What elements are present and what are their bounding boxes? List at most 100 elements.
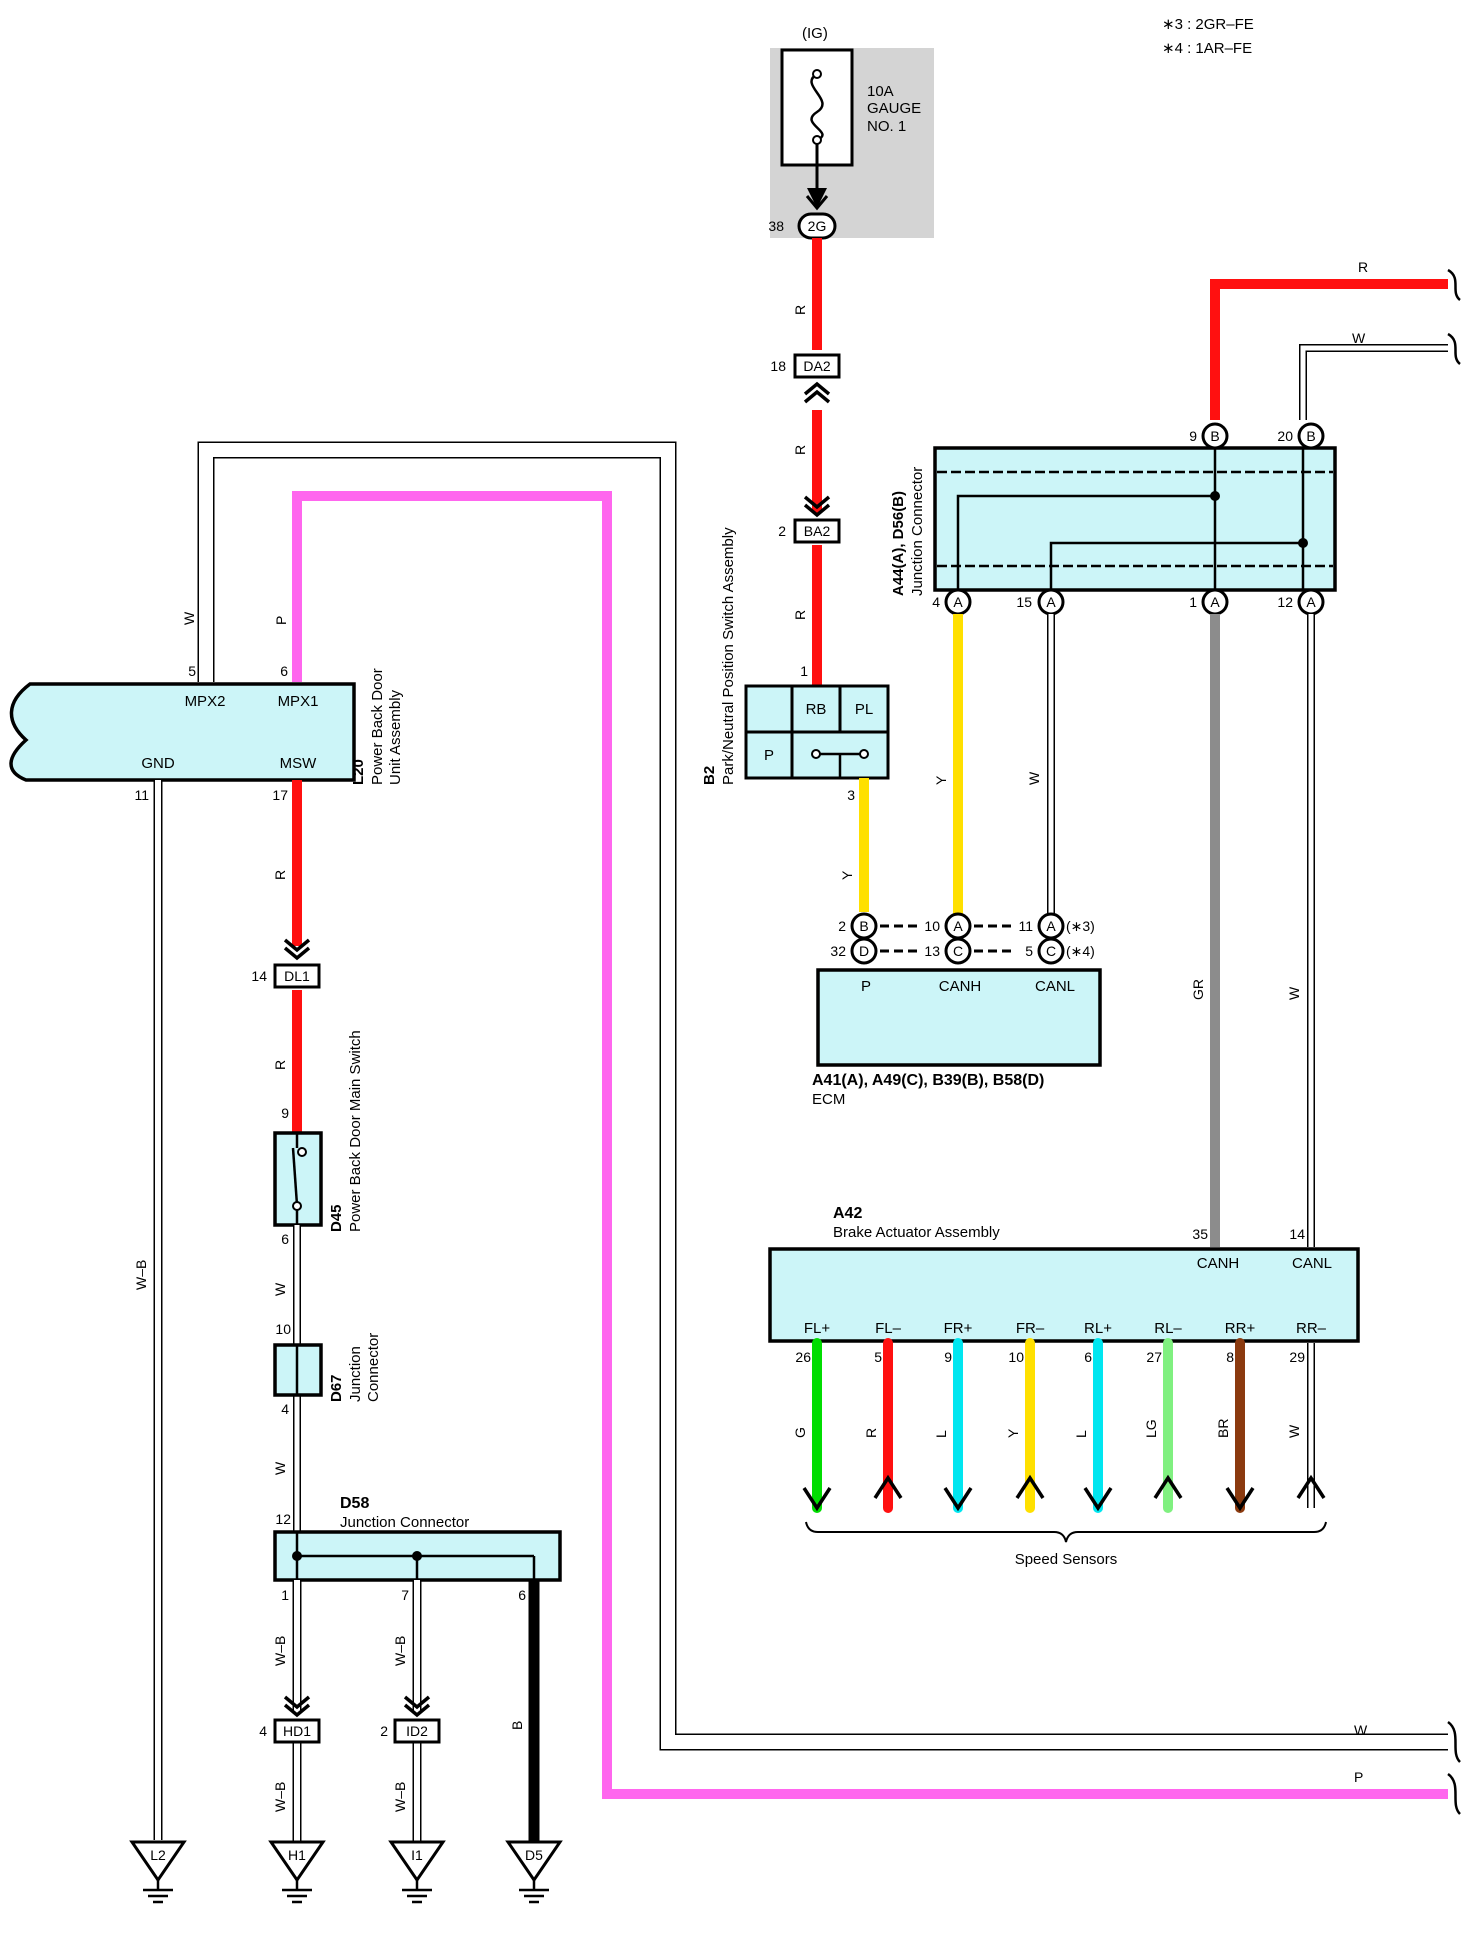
connector-da2: DA2 18 bbox=[770, 353, 841, 404]
wire-label: L bbox=[933, 1430, 949, 1438]
chevron-up-icon bbox=[803, 381, 831, 396]
svg-text:P: P bbox=[861, 978, 871, 995]
svg-text:14: 14 bbox=[251, 968, 267, 984]
svg-text:(∗4): (∗4) bbox=[1066, 943, 1095, 959]
connector-id2 bbox=[393, 1718, 441, 1744]
svg-text:35: 35 bbox=[1192, 1226, 1208, 1242]
chevron-down-icon bbox=[283, 938, 311, 953]
wire-label-r: R bbox=[792, 305, 808, 315]
wire-break-icon bbox=[1447, 332, 1461, 365]
ground-d5: D5 bbox=[506, 1840, 562, 1904]
svg-text:A: A bbox=[953, 918, 963, 934]
d45-name: Power Back Door Main Switch bbox=[347, 1030, 364, 1232]
wire-w-canl-a42: W bbox=[1286, 614, 1315, 1247]
svg-text:R: R bbox=[1358, 259, 1368, 275]
l20-name-2: Unit Assembly bbox=[387, 689, 404, 785]
pin-number: 8 bbox=[1226, 1349, 1234, 1365]
fuse-header: (IG) bbox=[802, 25, 828, 42]
svg-text:C: C bbox=[1046, 943, 1056, 959]
pin-number: 5 bbox=[874, 1349, 882, 1365]
svg-text:P: P bbox=[764, 747, 774, 764]
svg-text:4: 4 bbox=[259, 1723, 267, 1739]
svg-text:P: P bbox=[1354, 1769, 1363, 1785]
svg-text:(∗3): (∗3) bbox=[1066, 918, 1095, 934]
svg-text:5: 5 bbox=[1025, 943, 1033, 959]
wire-wb-h1: W–B W–B HD1 4 bbox=[259, 1580, 321, 1842]
svg-text:2G: 2G bbox=[808, 218, 827, 234]
b2-park-neutral-switch: 1 RB PL P B2 Park/Neutral Position Switc… bbox=[701, 527, 890, 803]
pin-number: 27 bbox=[1146, 1349, 1162, 1365]
pin-38: 38 bbox=[768, 218, 784, 234]
wire-label: BR bbox=[1215, 1419, 1231, 1438]
svg-text:17: 17 bbox=[272, 787, 288, 803]
terminal-label: RL– bbox=[1154, 1320, 1182, 1337]
terminal-label: RR– bbox=[1296, 1320, 1327, 1337]
wire-break-icon bbox=[1447, 1720, 1462, 1763]
arrow-up-icon bbox=[873, 1474, 903, 1499]
svg-text:9: 9 bbox=[1189, 428, 1197, 444]
svg-text:2: 2 bbox=[838, 918, 846, 934]
b2-id: B2 bbox=[701, 766, 718, 785]
svg-text:CANH: CANH bbox=[939, 978, 982, 995]
l20-id: L20 bbox=[350, 759, 367, 785]
connector-dl1: DL1 14 bbox=[251, 938, 321, 989]
svg-text:W: W bbox=[1354, 1722, 1368, 1738]
svg-text:MPX1: MPX1 bbox=[278, 693, 319, 710]
wire-break-icon bbox=[1447, 1772, 1462, 1815]
wire-label: R bbox=[863, 1428, 879, 1438]
pin-number: 9 bbox=[944, 1349, 952, 1365]
svg-text:PL: PL bbox=[855, 701, 873, 718]
svg-text:BA2: BA2 bbox=[804, 523, 831, 539]
a44-id: A44(A), D56(B) bbox=[890, 491, 907, 596]
svg-text:W: W bbox=[272, 1461, 288, 1475]
engine-notes: ∗3 : 2GR–FE ∗4 : 1AR–FE bbox=[1162, 16, 1254, 57]
svg-text:2: 2 bbox=[380, 1723, 388, 1739]
svg-text:1: 1 bbox=[1189, 594, 1197, 610]
svg-text:W–B: W–B bbox=[133, 1260, 149, 1290]
arrow-down-icon bbox=[1083, 1487, 1113, 1512]
svg-text:A: A bbox=[1210, 594, 1220, 610]
svg-text:1: 1 bbox=[800, 663, 808, 679]
terminal-label: RL+ bbox=[1084, 1320, 1112, 1337]
wire-w-canl: W bbox=[1026, 614, 1055, 914]
pin-number: 10 bbox=[1008, 1349, 1024, 1365]
wire-label: W bbox=[1286, 1424, 1302, 1438]
fuse-element-icon bbox=[810, 72, 824, 142]
svg-text:6: 6 bbox=[518, 1587, 526, 1603]
svg-text:12: 12 bbox=[275, 1511, 291, 1527]
svg-text:W–B: W–B bbox=[392, 1636, 408, 1666]
a44-name: Junction Connector bbox=[909, 467, 926, 596]
svg-text:9: 9 bbox=[281, 1105, 289, 1121]
terminal-label: FR+ bbox=[944, 1320, 973, 1337]
svg-text:W: W bbox=[1026, 771, 1042, 785]
svg-text:CANL: CANL bbox=[1292, 1255, 1332, 1272]
a42-id: A42 bbox=[833, 1205, 862, 1222]
d45-main-switch: 9 6 D45 Power Back Door Main Switch bbox=[273, 1030, 364, 1247]
d58-id: D58 bbox=[340, 1495, 369, 1512]
svg-text:11: 11 bbox=[1018, 918, 1033, 934]
fuse-name-1: GAUGE bbox=[867, 100, 921, 117]
svg-text:B: B bbox=[859, 918, 868, 934]
wire-r-ig: R R R bbox=[792, 238, 822, 686]
terminal-label: FL+ bbox=[804, 1320, 831, 1337]
speed-sensor-rr-plus: RR+8BR bbox=[1215, 1320, 1255, 1513]
svg-text:CANL: CANL bbox=[1035, 978, 1075, 995]
svg-text:L2: L2 bbox=[150, 1847, 166, 1863]
svg-text:DA2: DA2 bbox=[803, 358, 830, 374]
svg-text:W: W bbox=[272, 1282, 288, 1296]
svg-text:4: 4 bbox=[281, 1401, 289, 1417]
svg-text:P: P bbox=[273, 616, 289, 625]
svg-text:10: 10 bbox=[275, 1321, 291, 1337]
chevron-down-icon bbox=[803, 495, 831, 510]
svg-text:6: 6 bbox=[281, 1231, 289, 1247]
d67-name-2: Connector bbox=[365, 1333, 382, 1402]
svg-text:B: B bbox=[509, 1721, 525, 1730]
svg-text:32: 32 bbox=[830, 943, 846, 959]
connector-hd1 bbox=[273, 1718, 321, 1744]
svg-text:B: B bbox=[1210, 428, 1219, 444]
wire-label: LG bbox=[1143, 1419, 1159, 1438]
wire-w-mpx2: W W bbox=[181, 441, 1462, 1763]
svg-text:GND: GND bbox=[141, 755, 175, 772]
svg-text:D5: D5 bbox=[525, 1847, 543, 1863]
